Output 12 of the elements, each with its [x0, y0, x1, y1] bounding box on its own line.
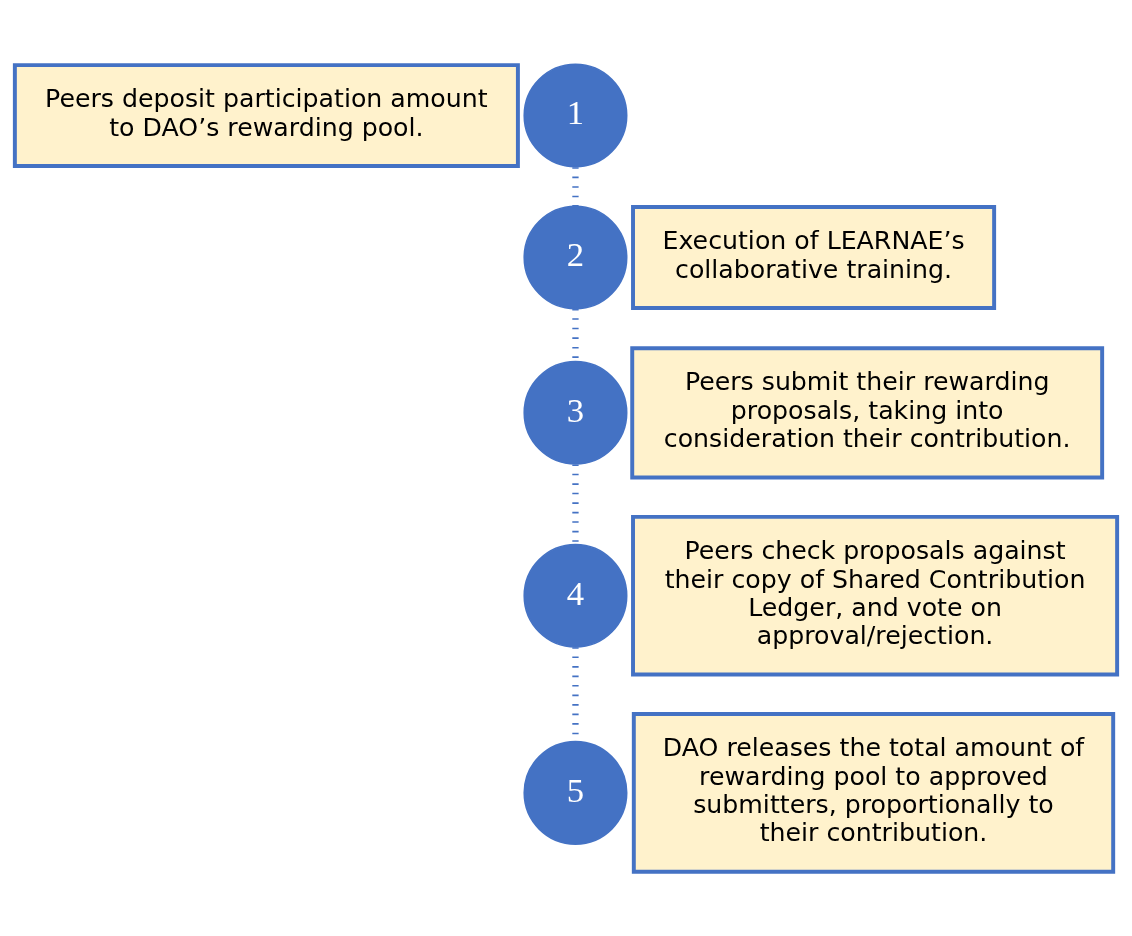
- node-box: DAO releases the total amount of rewarding pool to approved submitters, proportionally to their contribution.: [631, 712, 1116, 874]
- node-circle: 2: [523, 205, 628, 310]
- node-circle: 4: [523, 543, 628, 648]
- connector: [572, 167, 579, 206]
- connector: [572, 464, 579, 545]
- node-box: Peers deposit participation amount to DAO’s rewarding pool.: [12, 63, 520, 168]
- node-circle: 3: [523, 360, 628, 465]
- node-box: Execution of LEARNAE’s collaborative training.: [631, 205, 997, 310]
- node-box: Peers check proposals against their copy of Shared Contribution Ledger, and vote on approval/rejection.: [631, 514, 1120, 677]
- node-circle: 1: [523, 63, 628, 168]
- node-circle: 5: [523, 740, 628, 845]
- node-box: Peers submit their rewarding proposals, taking into consideration their contribution.: [630, 346, 1105, 480]
